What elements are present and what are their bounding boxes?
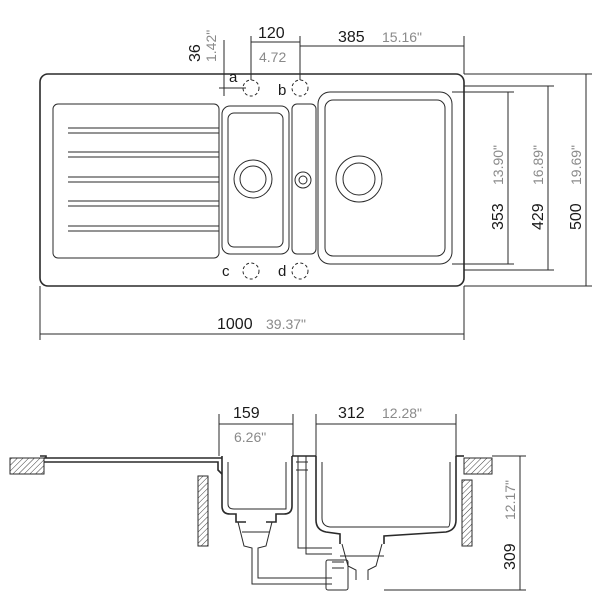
dim-bowl-depth-in: 13.90" xyxy=(490,145,506,185)
label-d: d xyxy=(278,263,286,280)
dim-overall-width-in: 39.37" xyxy=(266,316,306,332)
dim-overall-width-mm: 1000 xyxy=(217,316,253,333)
overflow xyxy=(291,103,317,255)
large-drain xyxy=(340,543,384,580)
dim-hole-spacing-mm: 120 xyxy=(258,25,285,42)
overflow-pipe xyxy=(296,456,308,540)
label-a: a xyxy=(229,69,238,86)
dim-large-bowl-width: 312 12.28" xyxy=(315,405,457,456)
dim-main-bowl-width: 385 15.16" xyxy=(300,29,465,74)
top-view: a b c d 36 1.42" 120 4.72 385 15.16" xyxy=(39,25,592,340)
dim-bowl-height-in: 12.17" xyxy=(502,480,518,520)
small-bowl xyxy=(221,105,290,255)
dim-inner-depth-in: 16.89" xyxy=(530,145,546,185)
small-drain xyxy=(237,521,273,556)
dim-inner-depth-mm: 429 xyxy=(530,203,547,230)
dim-small-bowl-width: 159 6.26" xyxy=(218,405,294,456)
large-bowl xyxy=(317,91,453,265)
tap-hole-d xyxy=(291,262,309,280)
drainer-grooves xyxy=(68,127,219,232)
cabinet-wall-left xyxy=(197,475,209,547)
cabinet-wall-right xyxy=(461,479,473,547)
waste-pipework xyxy=(251,540,344,585)
dim-overall-depth-in: 19.69" xyxy=(568,145,584,185)
dim-hole-spacing: 120 4.72 xyxy=(250,25,301,80)
dim-hole-spacing-in: 4.72 xyxy=(259,49,286,65)
label-c: c xyxy=(222,263,230,280)
label-b: b xyxy=(278,82,286,99)
dim-main-bowl-width-mm: 385 xyxy=(338,29,365,46)
dim-bowl-depth: 353 13.90" xyxy=(452,91,514,265)
dim-main-bowl-width-in: 15.16" xyxy=(382,29,422,45)
section-view: 159 6.26" 312 12.28" 309 12.17" xyxy=(9,405,526,591)
dim-bowl-height-mm: 309 xyxy=(502,543,519,570)
countertop-right xyxy=(463,457,493,475)
dim-inner-depth: 429 16.89" xyxy=(464,85,554,271)
dim-overall-depth-mm: 500 xyxy=(568,203,585,230)
drainer-profile xyxy=(40,455,223,475)
dim-overall-depth: 500 19.69" xyxy=(464,73,592,287)
tap-hole-b xyxy=(291,79,309,97)
dim-large-bowl-width-in: 12.28" xyxy=(382,405,422,421)
dim-overall-width: 1000 39.37" xyxy=(39,286,465,340)
dim-large-bowl-width-mm: 312 xyxy=(338,405,365,422)
tap-holes: a b c d xyxy=(222,69,309,280)
small-bowl-section xyxy=(221,456,293,523)
dim-bowl-height: 309 12.17" xyxy=(384,455,526,591)
tap-hole-c xyxy=(242,262,260,280)
sink-outline xyxy=(39,73,465,287)
dim-hole-offset-in: 1.42" xyxy=(203,30,219,62)
dim-hole-offset-mm: 36 xyxy=(187,44,204,62)
large-bowl-section xyxy=(315,456,457,544)
countertop-left xyxy=(9,457,45,475)
dim-small-bowl-width-mm: 159 xyxy=(233,405,260,422)
dim-bowl-depth-mm: 353 xyxy=(490,203,507,230)
drainer-area xyxy=(52,103,220,259)
dim-hole-offset: 36 1.42" xyxy=(187,30,246,96)
dim-small-bowl-width-in: 6.26" xyxy=(234,429,266,445)
tap-hole-a xyxy=(242,79,260,97)
